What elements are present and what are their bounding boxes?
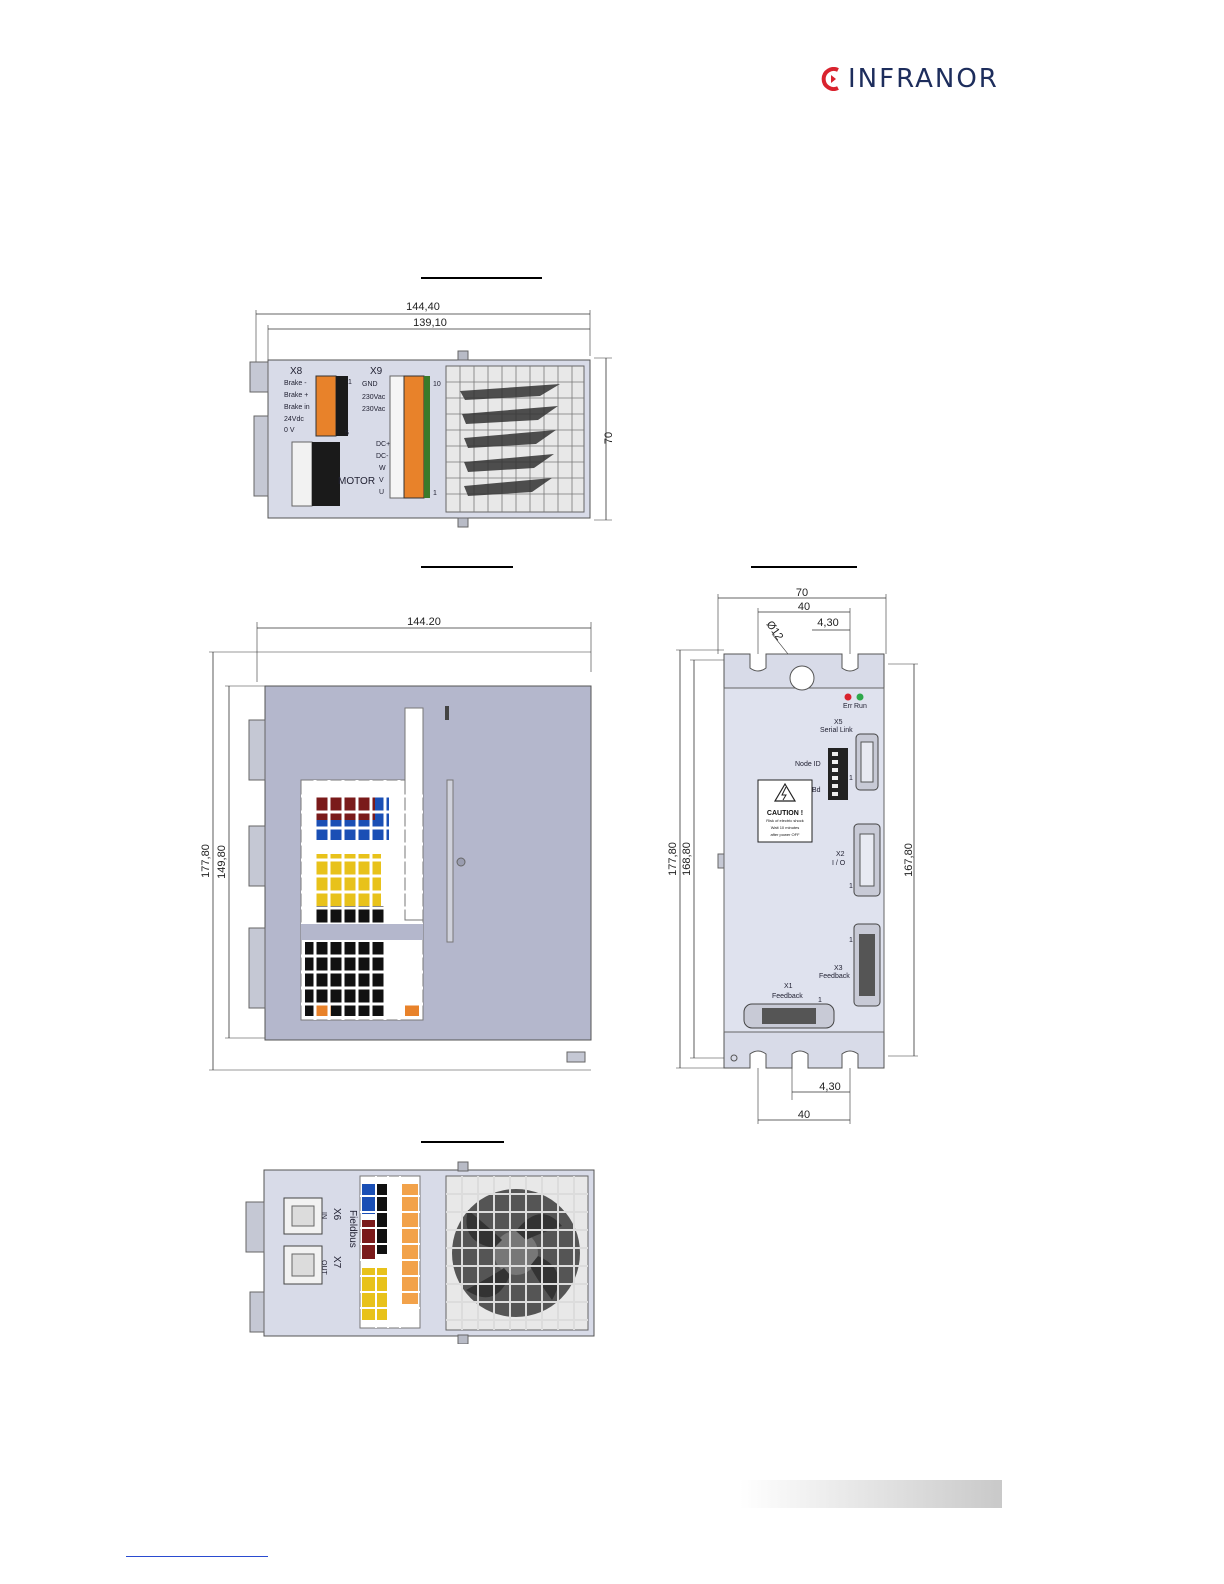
front-view-title-line	[751, 566, 857, 568]
x7-title: X7	[331, 1256, 342, 1269]
infranor-c-logo-icon	[821, 67, 839, 91]
bottom-view-title-line	[421, 1141, 504, 1143]
x6-sub: IN	[320, 1212, 327, 1219]
side-view-drawing: 144.20 177,80 149,80	[200, 616, 592, 1071]
svg-text:1: 1	[433, 490, 437, 497]
x8-pin-0v: 0 V	[284, 427, 295, 434]
x8-pin-brake-minus: Brake -	[284, 380, 307, 387]
x1-subtitle: Feedback	[772, 993, 803, 1000]
side-dim-width: 144.20	[407, 616, 441, 628]
x8-pin-brake-plus: Brake +	[284, 392, 308, 399]
x2-subtitle: I / O	[832, 860, 846, 867]
front-dim-spacing-bottom: 40	[798, 1109, 810, 1121]
fieldbus-label: Fieldbus	[347, 1210, 358, 1248]
x9-terminal-block	[403, 375, 425, 499]
x8-title: X8	[290, 366, 303, 377]
x9-title: X9	[370, 366, 383, 377]
svg-text:5: 5	[345, 430, 349, 437]
dip-bd-label: Bd	[812, 787, 821, 794]
x5-title: X5	[834, 719, 843, 726]
caution-line1: Risk of electric shock	[766, 818, 804, 823]
run-led-label: Run	[854, 703, 867, 710]
side-dim-overall-height: 177,80	[200, 844, 212, 878]
footer-link-underline[interactable]	[126, 1556, 268, 1557]
front-mounting-hole	[789, 665, 815, 691]
front-dim-slot-bottom: 4,30	[819, 1081, 840, 1093]
caution-line2: Wait 10 minutes	[771, 825, 800, 830]
x3-title: X3	[834, 965, 843, 972]
front-dim-slot-top: 4,30	[817, 617, 838, 629]
x9-pin-v: V	[379, 477, 384, 484]
footer-gradient-bar	[740, 1480, 1002, 1508]
err-led	[844, 693, 852, 701]
x9-pin-w: W	[379, 465, 386, 472]
run-led	[856, 693, 864, 701]
motor-label: MOTOR	[338, 476, 375, 487]
front-dim-height-inner: 168,80	[681, 842, 693, 876]
caution-title: CAUTION !	[767, 810, 803, 817]
x9-pin-gnd: GND	[362, 381, 378, 388]
brand-name: INFRANOR	[848, 64, 999, 94]
bottom-view-drawing: X6 IN X7 OUT Fieldbus	[245, 1161, 595, 1344]
dip-node-id-label: Node ID	[795, 761, 821, 768]
side-dim-inner-height: 149,80	[216, 845, 228, 879]
caution-line3: after power OFF	[770, 832, 800, 837]
infranor-logo: INFRANOR	[820, 62, 999, 96]
err-led-label: Err	[843, 703, 853, 710]
top-dim-height: 70	[603, 432, 615, 444]
top-view-drawing: 144,40 139,10 70 X8 Brake - Brake + Brak…	[249, 301, 615, 528]
x9-pin-dc-plus: DC+	[376, 441, 390, 448]
svg-text:1: 1	[849, 883, 853, 890]
svg-text:1: 1	[849, 775, 853, 782]
x7-sub: OUT	[320, 1260, 327, 1276]
x8-pin-brake-in: Brake in	[284, 404, 310, 411]
front-view-drawing: 70 40 4,30 Ø12 177,80 168,80 167,80 Err …	[667, 587, 918, 1124]
front-dim-spacing-top: 40	[798, 601, 810, 613]
x3-subtitle: Feedback	[819, 973, 850, 980]
svg-text:1: 1	[849, 937, 853, 944]
top-dim-overall: 144,40	[406, 301, 440, 313]
svg-text:1: 1	[818, 997, 822, 1004]
side-view-title-line	[421, 566, 513, 568]
x8-terminal-block	[315, 375, 337, 437]
top-view-title-line	[421, 277, 542, 279]
x2-title: X2	[836, 851, 845, 858]
svg-text:10: 10	[433, 381, 441, 388]
x8-pin-24vdc: 24Vdc	[284, 416, 304, 423]
high-voltage-warning-icon	[773, 782, 797, 802]
x1-title: X1	[784, 983, 793, 990]
top-dim-inner: 139,10	[413, 317, 447, 329]
front-dim-hole: Ø12	[764, 619, 786, 643]
x9-pin-230vac-2: 230Vac	[362, 406, 386, 413]
x9-pin-u: U	[379, 489, 384, 496]
x9-pin-230vac-1: 230Vac	[362, 394, 386, 401]
front-dim-height-overall: 177,80	[667, 842, 679, 876]
front-dim-width-top: 70	[796, 587, 808, 599]
x5-subtitle: Serial Link	[820, 727, 853, 734]
svg-text:1: 1	[348, 379, 352, 386]
front-dim-height-right: 167,80	[903, 843, 915, 877]
x9-pin-dc-minus: DC-	[376, 453, 389, 460]
x6-title: X6	[331, 1208, 342, 1221]
